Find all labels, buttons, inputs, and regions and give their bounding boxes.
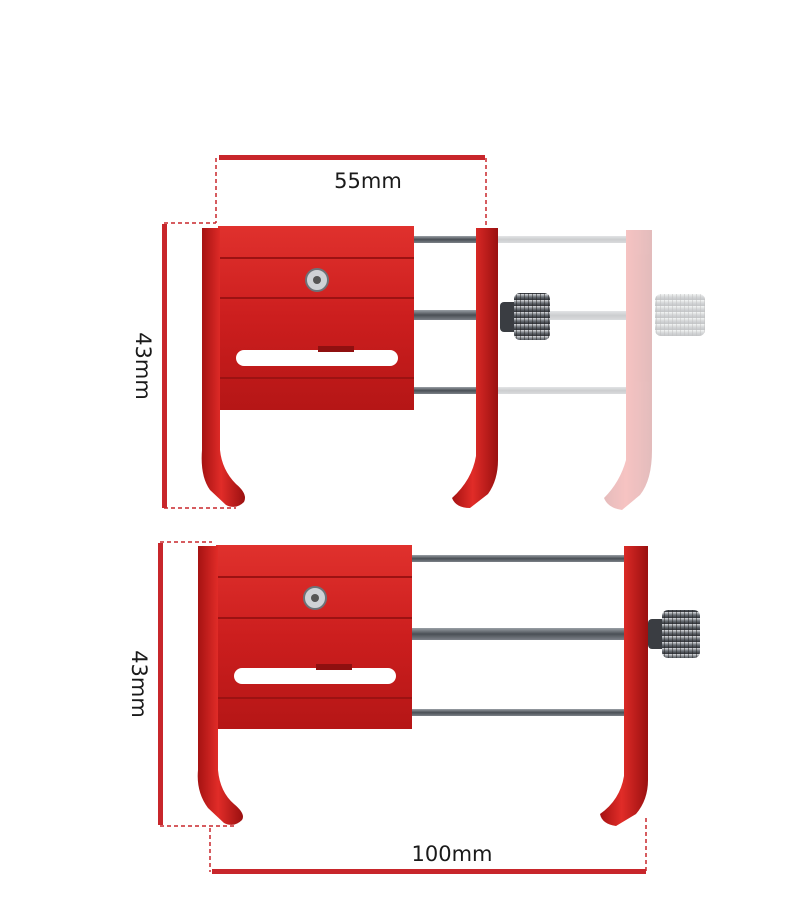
bottom-height-label: 43mm	[127, 650, 151, 718]
top-screw-rod	[414, 310, 476, 320]
top-right-arm	[452, 228, 498, 508]
bottom-width-label: 100mm	[412, 842, 493, 866]
bottom-knob-icon	[648, 610, 700, 658]
top-height-label: 43mm	[131, 332, 155, 400]
top-rod-lower	[414, 387, 476, 394]
top-holder	[201, 226, 705, 510]
top-dimension-lines	[162, 155, 487, 509]
top-ghost-extended-arm	[498, 230, 705, 510]
top-rod-upper	[414, 236, 476, 243]
bottom-left-arm	[197, 546, 243, 825]
top-main-body	[218, 226, 414, 410]
bottom-rod-lower	[412, 709, 624, 716]
top-left-arm	[201, 228, 245, 507]
bottom-screw-rod	[412, 628, 624, 640]
bottom-dimension-lines	[158, 541, 647, 874]
top-width-label: 55mm	[334, 169, 402, 193]
bottom-right-arm	[600, 546, 648, 826]
top-knob-icon	[500, 293, 550, 340]
bottom-rod-upper	[412, 555, 624, 562]
bottom-main-body	[216, 545, 412, 729]
bottom-holder	[197, 545, 700, 826]
